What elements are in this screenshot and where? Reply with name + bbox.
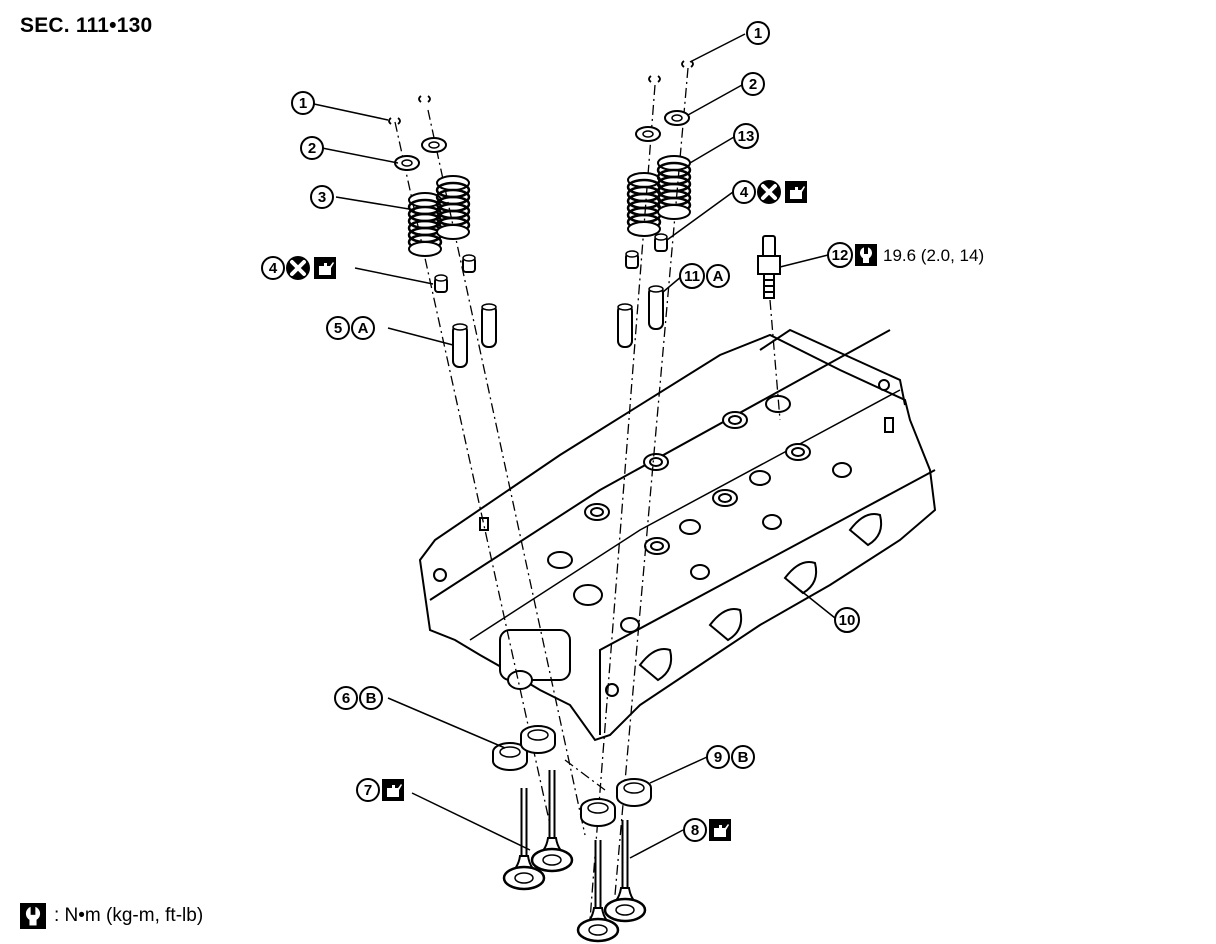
- torque-wrench-icon: [20, 903, 46, 929]
- callout-13: 13: [733, 123, 759, 149]
- do-not-reuse-icon: [284, 254, 312, 282]
- torque-units-text: : N•m (kg-m, ft-lb): [54, 905, 204, 926]
- callout-circle: [706, 745, 730, 769]
- callout-number: 6: [342, 690, 350, 707]
- letter-circle: [359, 686, 383, 710]
- letter-circle: [351, 316, 375, 340]
- callout-number: 11: [684, 268, 700, 285]
- callout-4: 4: [732, 178, 807, 206]
- callout-letter: B: [366, 690, 377, 707]
- callout-2: 2: [741, 72, 765, 96]
- callout-12: 12 19.6 (2.0, 14): [827, 242, 984, 268]
- callout-7: 7: [356, 778, 404, 802]
- callout-3: 3: [310, 185, 334, 209]
- callout-circle: [733, 123, 759, 149]
- apply-oil-icon: [314, 257, 336, 279]
- callout-circle: [679, 263, 705, 289]
- cylinder-head: [418, 328, 937, 742]
- section-title: SEC. 111•130: [20, 14, 153, 37]
- callout-circle: [683, 818, 707, 842]
- callout-letter: A: [713, 268, 724, 285]
- callout-number: 1: [754, 25, 762, 42]
- letter-circle: [706, 264, 730, 288]
- callout-10: 10: [834, 607, 860, 633]
- callout-number: 8: [691, 822, 699, 839]
- callout-number: 12: [832, 247, 849, 264]
- callout-4: 4: [261, 254, 336, 282]
- torque-units-legend: : N•m (kg-m, ft-lb): [20, 902, 203, 930]
- callout-circle: [827, 242, 853, 268]
- callout-number: 1: [299, 95, 307, 112]
- callout-8: 8: [683, 818, 731, 842]
- torque-value: 19.6 (2.0, 14): [883, 246, 984, 265]
- callout-circle: [732, 180, 756, 204]
- callout-letter: B: [738, 749, 749, 766]
- apply-oil-icon: [709, 819, 731, 841]
- callout-number: 3: [318, 189, 326, 206]
- callout-number: 10: [839, 612, 856, 629]
- callout-number: 13: [738, 128, 755, 145]
- callout-number: 2: [308, 140, 316, 157]
- do-not-reuse-icon: [755, 178, 783, 206]
- spark-plug: [757, 235, 781, 299]
- callout-number: 4: [269, 260, 278, 277]
- leader-lines: [313, 33, 836, 859]
- apply-oil-icon: [382, 779, 404, 801]
- apply-oil-icon: [785, 181, 807, 203]
- callout-circle: [746, 21, 770, 45]
- callout-1: 1: [291, 91, 315, 115]
- callout-circle: [261, 256, 285, 280]
- callout-circle: [326, 316, 350, 340]
- callout-circle: [291, 91, 315, 115]
- callout-circle: [334, 686, 358, 710]
- callout-number: 2: [749, 76, 757, 93]
- callout-1: 1: [746, 21, 770, 45]
- letter-circle: [731, 745, 755, 769]
- callout-circle: [300, 136, 324, 160]
- callout-circle: [310, 185, 334, 209]
- callout-11: 11 A: [679, 263, 730, 289]
- callout-number: 7: [364, 782, 372, 799]
- callout-letter: A: [358, 320, 369, 337]
- callout-circle: [834, 607, 860, 633]
- callout-2: 2: [300, 136, 324, 160]
- callout-number: 4: [740, 184, 749, 201]
- callout-circle: [356, 778, 380, 802]
- callout-number: 9: [714, 749, 722, 766]
- callout-circle: [741, 72, 765, 96]
- torque-wrench-icon: [855, 244, 877, 266]
- callout-number: 5: [334, 320, 342, 337]
